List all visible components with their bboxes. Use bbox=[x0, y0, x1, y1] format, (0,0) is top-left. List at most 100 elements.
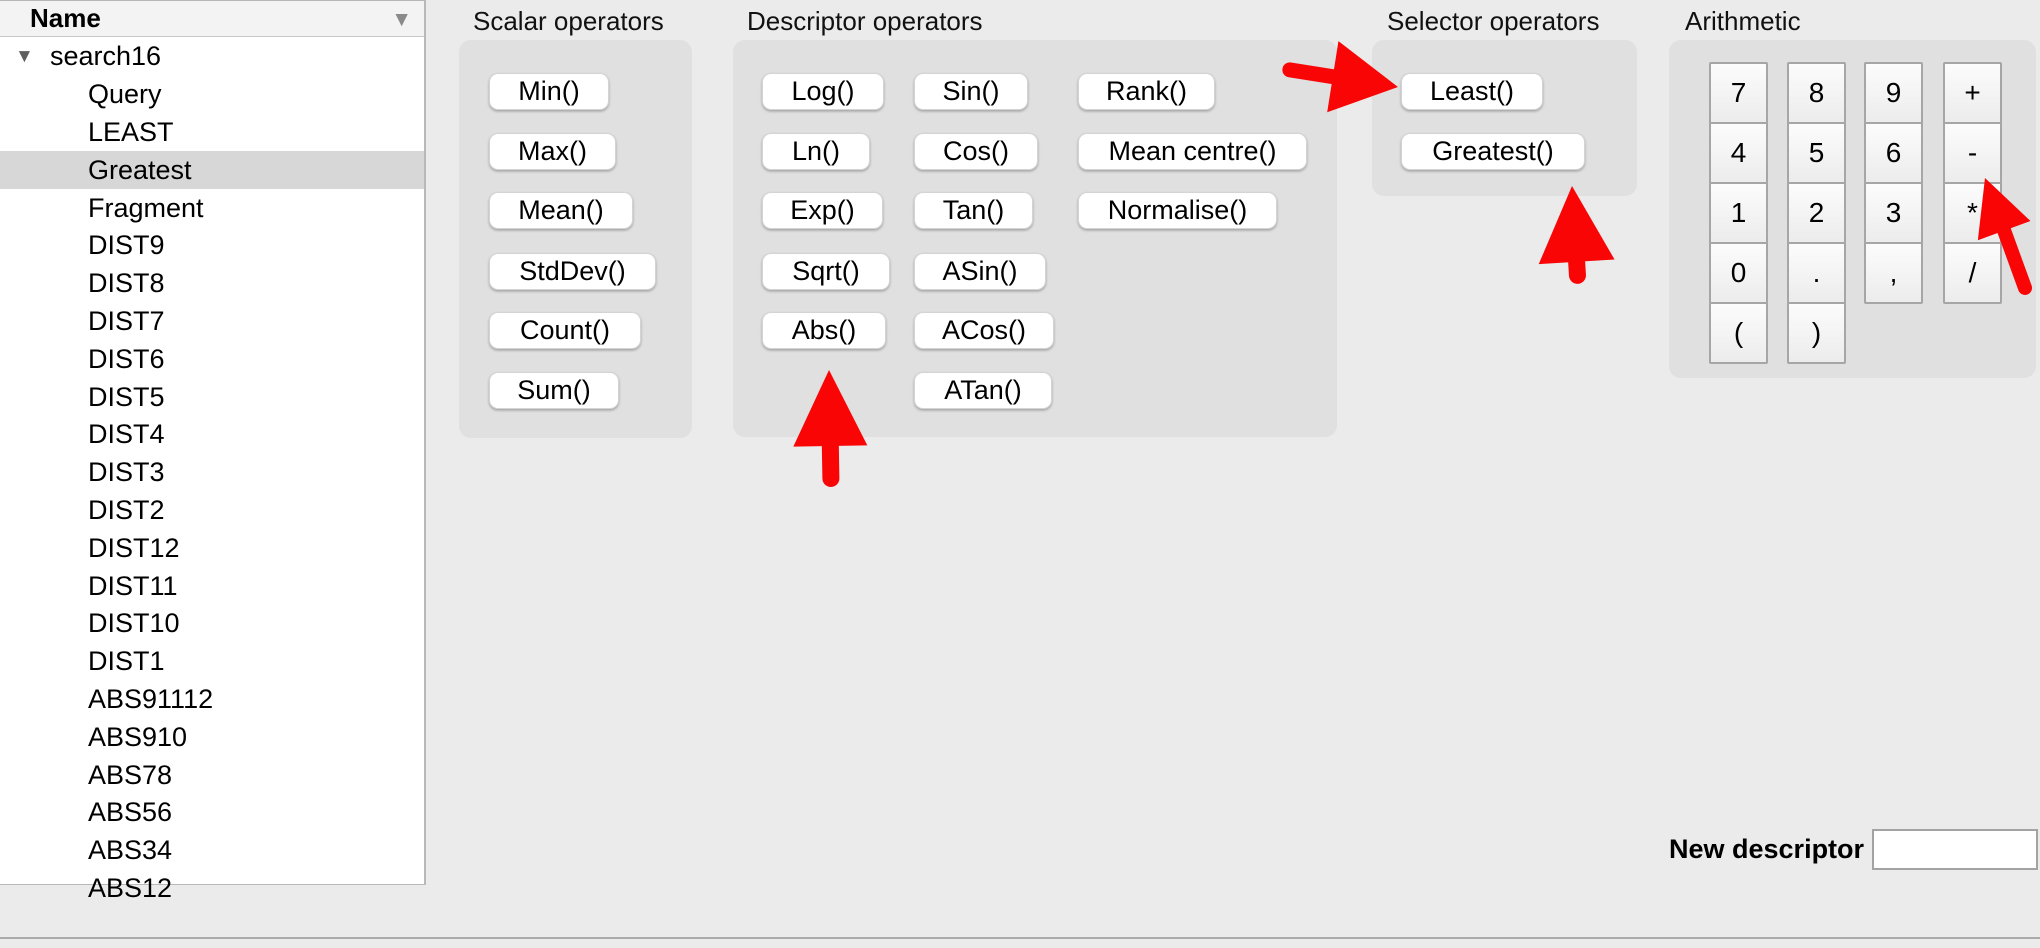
key-period[interactable]: . bbox=[1787, 242, 1846, 304]
tree-row[interactable]: ABS91112 bbox=[0, 681, 424, 719]
sort-caret-icon[interactable]: ▼ bbox=[391, 8, 412, 31]
scalar-operators-title: Scalar operators bbox=[473, 6, 664, 36]
tree-row[interactable]: DIST3 bbox=[0, 454, 424, 492]
tree-item-label: ABS78 bbox=[88, 759, 173, 790]
tree-row[interactable]: DIST7 bbox=[0, 303, 424, 341]
tree-row[interactable]: DIST4 bbox=[0, 416, 424, 454]
tree-row[interactable]: LEAST bbox=[0, 114, 424, 152]
tree-item-label: DIST1 bbox=[88, 646, 165, 677]
key-0[interactable]: 0 bbox=[1709, 242, 1768, 304]
normalise-button[interactable]: Normalise() bbox=[1078, 192, 1277, 229]
sin-button[interactable]: Sin() bbox=[914, 73, 1028, 110]
greatest-button[interactable]: Greatest() bbox=[1401, 133, 1585, 170]
tree-column-header-label: Name bbox=[30, 3, 101, 33]
key-2[interactable]: 2 bbox=[1787, 182, 1846, 244]
tree-item-label: ABS12 bbox=[88, 872, 173, 903]
tree-row[interactable]: Query bbox=[0, 76, 424, 114]
tree-item-label: DIST2 bbox=[88, 494, 165, 525]
sqrt-button[interactable]: Sqrt() bbox=[762, 253, 890, 290]
key-7[interactable]: 7 bbox=[1709, 62, 1768, 124]
mean-button[interactable]: Mean() bbox=[489, 192, 633, 229]
sum-button[interactable]: Sum() bbox=[489, 372, 619, 409]
tree-item-label: DIST7 bbox=[88, 305, 165, 336]
key-3[interactable]: 3 bbox=[1864, 182, 1923, 244]
tree-item-label: Fragment bbox=[88, 192, 204, 223]
rank-button[interactable]: Rank() bbox=[1078, 73, 1215, 110]
tree-row[interactable]: DIST10 bbox=[0, 605, 424, 643]
ln-button[interactable]: Ln() bbox=[762, 133, 870, 170]
tree-row[interactable]: DIST9 bbox=[0, 227, 424, 265]
tree-row[interactable]: DIST8 bbox=[0, 265, 424, 303]
tree-row[interactable]: DIST12 bbox=[0, 529, 424, 567]
key-5[interactable]: 5 bbox=[1787, 122, 1846, 184]
tree-item-label: ABS56 bbox=[88, 797, 173, 828]
new-descriptor-label: New descriptor bbox=[1669, 834, 1865, 864]
key-multiply[interactable]: * bbox=[1943, 182, 2002, 244]
min-button[interactable]: Min() bbox=[489, 73, 609, 110]
tree-item-label: DIST9 bbox=[88, 230, 165, 261]
stddev-button[interactable]: StdDev() bbox=[489, 253, 656, 290]
tree-item-label: DIST6 bbox=[88, 343, 165, 374]
key-9[interactable]: 9 bbox=[1864, 62, 1923, 124]
key-comma[interactable]: , bbox=[1864, 242, 1923, 304]
tree-item-label: DIST3 bbox=[88, 457, 165, 488]
tree-item-label: Greatest bbox=[88, 154, 192, 185]
key-1[interactable]: 1 bbox=[1709, 182, 1768, 244]
key-8[interactable]: 8 bbox=[1787, 62, 1846, 124]
tree-item-label: ABS91112 bbox=[88, 683, 214, 714]
abs-button[interactable]: Abs() bbox=[762, 312, 886, 349]
descriptor-operators-title: Descriptor operators bbox=[747, 6, 983, 36]
tree-column-header-name[interactable]: Name ▼ bbox=[0, 1, 424, 37]
count-button[interactable]: Count() bbox=[489, 312, 641, 349]
tree-item-label: DIST5 bbox=[88, 381, 165, 412]
acos-button[interactable]: ACos() bbox=[914, 312, 1054, 349]
key-divide[interactable]: / bbox=[1943, 242, 2002, 304]
tree-row[interactable]: ABS78 bbox=[0, 756, 424, 794]
key-plus[interactable]: + bbox=[1943, 62, 2002, 124]
descriptor-tree-sidebar: Name ▼ ▼ search16 Query LEAST Greatest F… bbox=[0, 0, 426, 903]
tree-item-label: search16 bbox=[50, 41, 162, 72]
arithmetic-title: Arithmetic bbox=[1685, 6, 1801, 36]
asin-button[interactable]: ASin() bbox=[914, 253, 1046, 290]
tree-row[interactable]: DIST1 bbox=[0, 643, 424, 681]
tree-row[interactable]: DIST2 bbox=[0, 492, 424, 530]
key-open-paren[interactable]: ( bbox=[1709, 302, 1768, 364]
log-button[interactable]: Log() bbox=[762, 73, 884, 110]
new-descriptor-input[interactable] bbox=[1872, 829, 2038, 870]
tree-row[interactable]: ABS34 bbox=[0, 832, 424, 870]
tree-row[interactable]: ABS910 bbox=[0, 718, 424, 756]
mean-centre-button[interactable]: Mean centre() bbox=[1078, 133, 1307, 170]
selector-operators-panel bbox=[1372, 40, 1637, 196]
tree-item-label: DIST11 bbox=[88, 570, 178, 601]
tree-row[interactable]: Fragment bbox=[0, 189, 424, 227]
tree-item-label: DIST10 bbox=[88, 608, 180, 639]
tree-item-label: ABS34 bbox=[88, 835, 173, 866]
key-6[interactable]: 6 bbox=[1864, 122, 1923, 184]
descriptor-tree: ▼ search16 Query LEAST Greatest Fragment… bbox=[0, 38, 424, 907]
arrow-to-greatest-icon bbox=[1538, 186, 1615, 284]
tree-row[interactable]: ABS56 bbox=[0, 794, 424, 832]
key-4[interactable]: 4 bbox=[1709, 122, 1768, 184]
tree-item-label: Query bbox=[88, 79, 162, 110]
tree-item-label: DIST12 bbox=[88, 532, 180, 563]
cos-button[interactable]: Cos() bbox=[914, 133, 1038, 170]
tan-button[interactable]: Tan() bbox=[914, 192, 1033, 229]
selector-operators-title: Selector operators bbox=[1387, 6, 1600, 36]
disclosure-triangle-icon[interactable]: ▼ bbox=[15, 45, 34, 67]
tree-item-label: LEAST bbox=[88, 116, 174, 147]
tree-item-label: DIST8 bbox=[88, 268, 165, 299]
max-button[interactable]: Max() bbox=[489, 133, 616, 170]
least-button[interactable]: Least() bbox=[1401, 73, 1543, 110]
tree-row[interactable]: DIST11 bbox=[0, 567, 424, 605]
tree-row-selected[interactable]: Greatest bbox=[0, 151, 424, 190]
tree-row-root[interactable]: ▼ search16 bbox=[0, 38, 424, 76]
key-minus[interactable]: - bbox=[1943, 122, 2002, 184]
bottom-divider bbox=[0, 937, 2040, 939]
key-close-paren[interactable]: ) bbox=[1787, 302, 1846, 364]
tree-row[interactable]: DIST6 bbox=[0, 340, 424, 378]
exp-button[interactable]: Exp() bbox=[762, 192, 883, 229]
atan-button[interactable]: ATan() bbox=[914, 372, 1052, 409]
tree-row[interactable]: DIST5 bbox=[0, 378, 424, 416]
tree-row[interactable]: ABS12 bbox=[0, 870, 424, 908]
